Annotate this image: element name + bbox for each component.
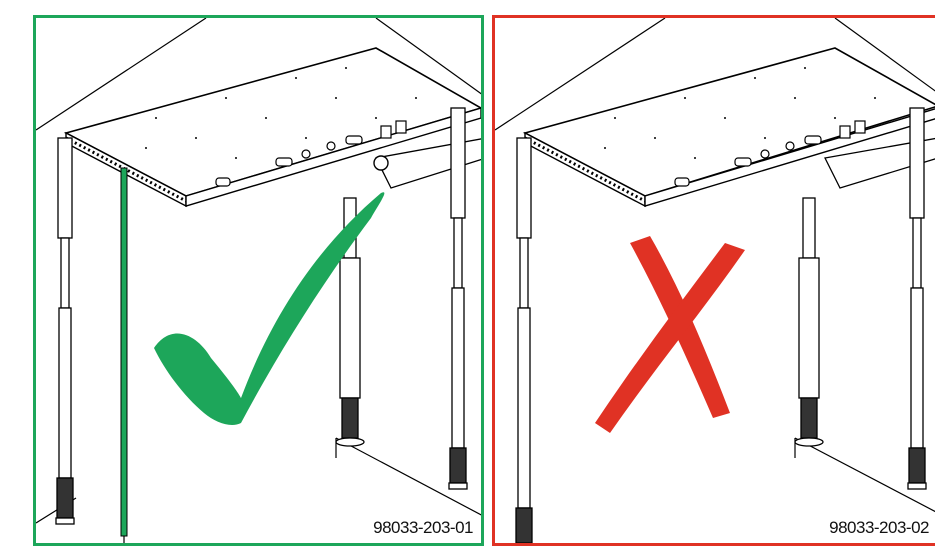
room-outline (36, 18, 481, 524)
props (515, 107, 927, 543)
cross-mark-icon (595, 236, 745, 433)
check-mark-icon (154, 192, 385, 425)
figure-code: 98033-203-01 (371, 518, 475, 538)
table-slab (522, 47, 935, 208)
extra-prop (120, 167, 128, 543)
formwork-illustration-correct (36, 18, 481, 543)
formwork-illustration-incorrect (495, 18, 935, 543)
panel-incorrect: 98033-203-02 (492, 15, 935, 546)
cross-beam (824, 137, 935, 189)
table-slab (63, 47, 481, 208)
props (55, 107, 468, 525)
figure-code: 98033-203-02 (827, 518, 931, 538)
panel-correct: 98033-203-01 (33, 15, 484, 546)
